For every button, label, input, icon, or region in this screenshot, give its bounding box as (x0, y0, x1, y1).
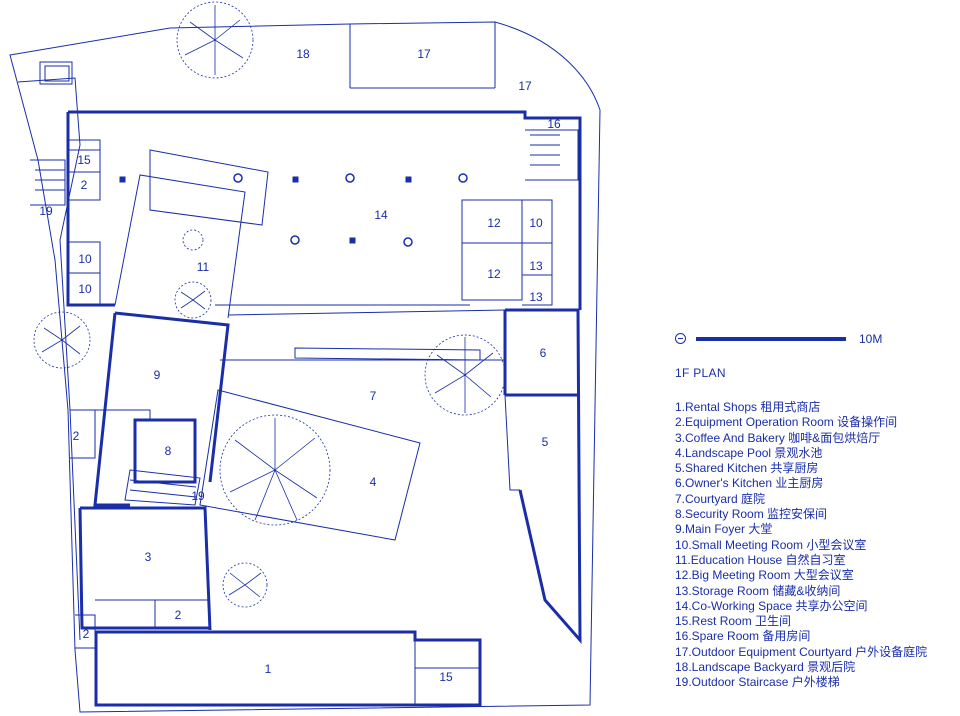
room-label-6: 6 (540, 346, 547, 360)
legend-item: 6.Owner's Kitchen 业主厨房 (675, 476, 824, 491)
room-label-17: 17 (417, 47, 431, 61)
scale-bar: 10M (675, 330, 955, 350)
room-label-17: 17 (518, 79, 532, 93)
legend-item: 12.Big Meeting Room 大型会议室 (675, 568, 854, 583)
room-label-10: 10 (529, 216, 543, 230)
room-label-2: 2 (83, 627, 90, 641)
legend-item: 8.Security Room 监控安保间 (675, 507, 828, 522)
room-label-15: 15 (439, 670, 453, 684)
room-label-14: 14 (374, 208, 388, 222)
room-number-labels: 1 2 2 2 2 3 4 5 6 7 8 9 10 10 10 11 12 1… (39, 47, 561, 684)
site-boundary (9, 21, 601, 713)
columns (119, 173, 468, 247)
legend-item: 5.Shared Kitchen 共享厨房 (675, 461, 819, 476)
legend-item: 2.Equipment Operation Room 设备操作间 (675, 415, 898, 430)
legend-item: 11.Education House 自然自习室 (675, 552, 846, 567)
trees (33, 1, 506, 608)
north-arrow-icon (675, 333, 686, 344)
room-label-19: 19 (191, 489, 205, 503)
room-label-2: 2 (175, 608, 182, 622)
room-label-2: 2 (73, 429, 80, 443)
scale-label: 10M (859, 332, 883, 346)
room-label-12: 12 (487, 216, 501, 230)
room-label-7: 7 (370, 389, 377, 403)
room-label-4: 4 (370, 475, 377, 489)
legend-item: 13.Storage Room 储藏&收纳间 (675, 583, 841, 598)
room-label-3: 3 (145, 550, 152, 564)
plan-title: 1F PLAN (675, 366, 726, 380)
room-label-12: 12 (487, 267, 501, 281)
legend-item: 18.Landscape Backyard 景观后院 (675, 660, 856, 675)
legend-item: 4.Landscape Pool 景观水池 (675, 445, 823, 460)
scale-bar-line (696, 337, 846, 341)
room-label-1: 1 (265, 662, 272, 676)
legend-item: 14.Co-Working Space 共享办公空间 (675, 598, 868, 613)
room-label-19: 19 (39, 204, 53, 218)
legend-item: 1.Rental Shops 租用式商店 (675, 400, 821, 414)
room-label-11: 11 (197, 260, 210, 274)
legend-item: 19.Outdoor Staircase 户外楼梯 (675, 675, 840, 690)
room-label-5: 5 (542, 435, 549, 449)
room-label-10: 10 (78, 282, 92, 296)
legend-item: 16.Spare Room 备用房间 (675, 629, 811, 644)
room-label-10: 10 (78, 252, 92, 266)
room-label-18: 18 (296, 47, 310, 61)
legend-item: 3.Coffee And Bakery 咖啡&面包烘焙厅 (675, 430, 881, 445)
building-thin-walls (30, 129, 579, 705)
legend-item: 9.Main Foyer 大堂 (675, 522, 773, 537)
room-label-16: 16 (547, 117, 561, 131)
building-thick-walls (66, 110, 582, 707)
room-label-13: 13 (529, 290, 543, 304)
room-label-2: 2 (81, 178, 88, 192)
room-label-15: 15 (77, 153, 91, 167)
room-label-13: 13 (529, 259, 543, 273)
legend-item: 17.Outdoor Equipment Courtyard 户外设备庭院 (675, 644, 928, 659)
room-label-8: 8 (165, 444, 172, 458)
room-label-9: 9 (154, 368, 161, 382)
legend-item: 15.Rest Room 卫生间 (675, 614, 792, 629)
legend-item: 10.Small Meeting Room 小型会议室 (675, 537, 867, 552)
legend-item: 7.Courtyard 庭院 (675, 491, 766, 506)
